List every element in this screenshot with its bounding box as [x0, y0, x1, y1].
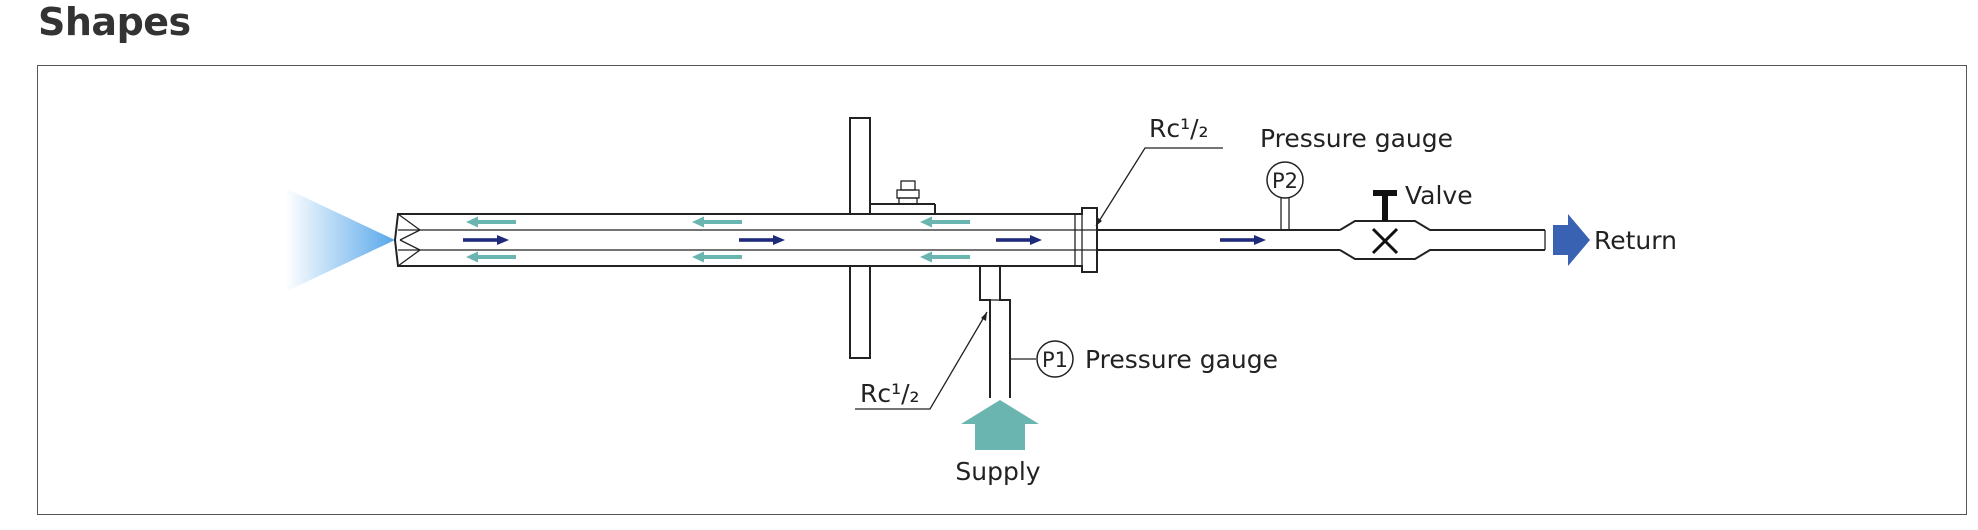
flow-back-arrow [920, 216, 970, 228]
page-title: Shapes [38, 0, 191, 44]
flow-forward-arrow [463, 235, 509, 245]
leader-rc-bottom [855, 311, 988, 410]
return-arrow-icon [1553, 214, 1590, 266]
return-pipe [1097, 198, 1546, 260]
flow-back-arrow [692, 251, 742, 263]
nozzle-body [393, 207, 1098, 273]
pressure-gauge-label-bottom: Pressure gauge [1085, 345, 1278, 374]
pressure-gauge-label-top: Pressure gauge [1260, 124, 1453, 153]
flow-back-arrow [466, 251, 516, 263]
supply-label: Supply [955, 457, 1040, 486]
rc-label-top: Rc¹/₂ [1149, 114, 1209, 143]
pressure-gauge-p2: P2 [1266, 161, 1304, 199]
valve-label: Valve [1405, 181, 1473, 210]
gauge-p1-symbol: P1 [1042, 348, 1068, 372]
bolt-icon [896, 180, 920, 205]
return-label: Return [1594, 226, 1677, 255]
spray-cone [285, 188, 395, 292]
flow-back-arrow [920, 251, 970, 263]
valve-icon [1371, 190, 1399, 255]
flow-back-arrow [466, 216, 516, 228]
rc-label-bottom: Rc¹/₂ [860, 379, 920, 408]
flow-forward-arrow [996, 235, 1042, 245]
flow-forward-arrows [463, 235, 1266, 245]
gauge-p2-symbol: P2 [1272, 169, 1298, 193]
leader-rc-top [1095, 147, 1223, 227]
flow-forward-arrow [739, 235, 785, 245]
diagram-frame [37, 65, 1967, 515]
flow-back-arrows [466, 216, 970, 263]
flow-forward-arrow [1220, 235, 1266, 245]
flow-back-arrow [692, 216, 742, 228]
supply-pipe [979, 266, 1036, 398]
mounting-flange [849, 117, 936, 359]
supply-arrow-icon [961, 400, 1039, 450]
pressure-gauge-p1: P1 [1036, 340, 1074, 378]
